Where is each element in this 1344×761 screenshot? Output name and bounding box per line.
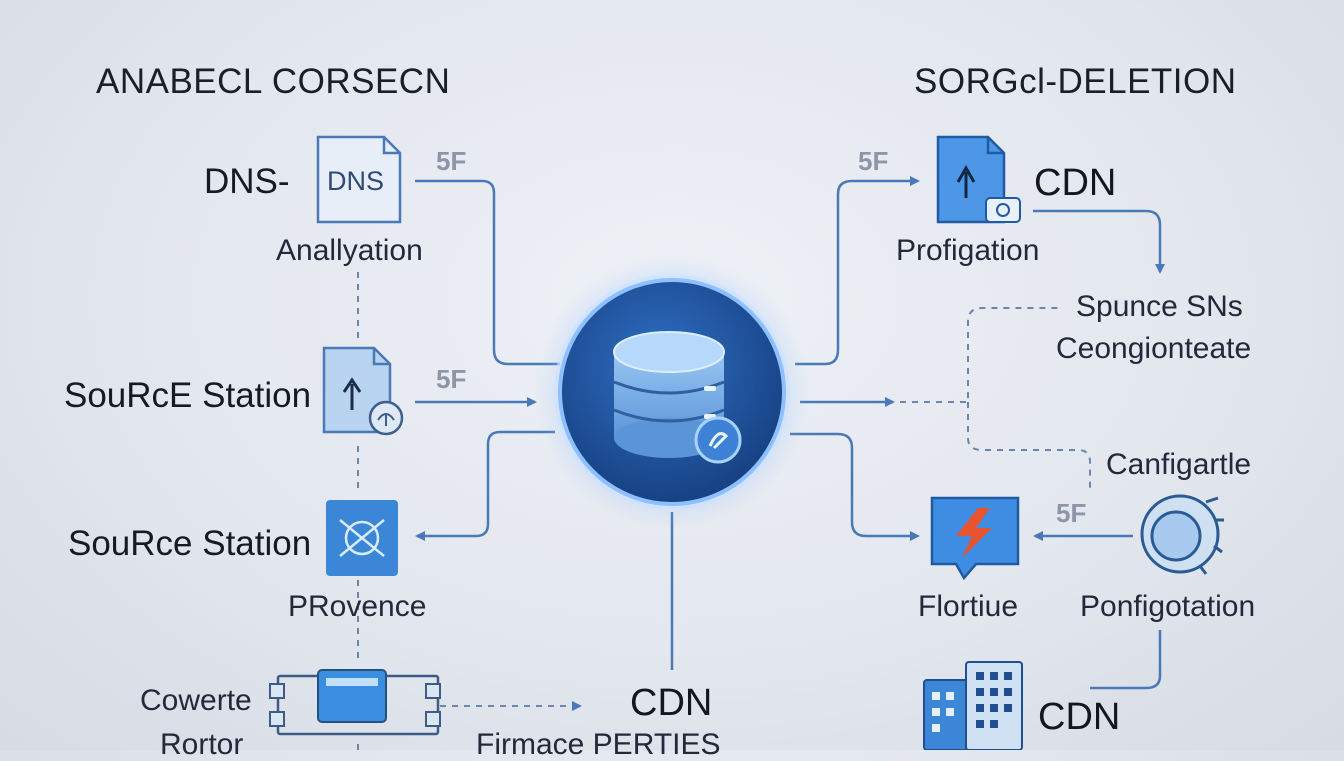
ponfigotation-label: Ponfigotation bbox=[1080, 590, 1256, 623]
dash-canfig bbox=[967, 402, 1091, 490]
cdn-bottom-label: CDN bbox=[1038, 696, 1121, 738]
cowerte-label: Cowerte bbox=[140, 684, 252, 717]
link-ponfig-cdn bbox=[1090, 630, 1162, 690]
flortiue-label: Flortiue bbox=[918, 590, 1019, 623]
dns-document-text: DNS bbox=[327, 166, 385, 196]
cdn-center-label: CDN bbox=[630, 682, 713, 724]
link-dns-hub bbox=[415, 179, 560, 366]
router-monitor-icon bbox=[269, 669, 441, 736]
dash-spunce bbox=[900, 307, 1062, 403]
right-section-title: SORGcl-DELETION bbox=[914, 62, 1237, 101]
spunce-label-line2: Ceongionteate bbox=[1056, 332, 1252, 365]
dns-prefix-label: DNS- bbox=[204, 162, 290, 201]
cdn-top-label: CDN bbox=[1034, 162, 1117, 204]
gear-badge-icon bbox=[694, 416, 742, 464]
link-hub-provence bbox=[415, 430, 555, 541]
badge-5f-right-mid: 5F bbox=[1056, 498, 1087, 528]
canfigartle-label: Canfigartle bbox=[1106, 448, 1252, 481]
badge-5f-left-top: 5F bbox=[436, 146, 467, 176]
profigation-label: Profigation bbox=[896, 234, 1040, 267]
flame-map-icon bbox=[930, 496, 1020, 581]
spunce-label-line1: Spunce SNs bbox=[1076, 290, 1243, 323]
source-station-label-1: SouRcE Station bbox=[64, 376, 312, 415]
analysis-label: Anallyation bbox=[276, 234, 423, 267]
firmace-label: Firmace PERTIES bbox=[476, 728, 721, 761]
dns-document-icon bbox=[316, 135, 402, 224]
network-arrows-icon bbox=[326, 500, 398, 576]
link-cdn-spunce bbox=[1033, 209, 1165, 274]
link-hub-flortiue bbox=[790, 432, 920, 541]
grid-dashboard-icon bbox=[923, 661, 1023, 750]
source-station-label-2: SouRce Station bbox=[68, 524, 312, 563]
badge-5f-left-mid: 5F bbox=[436, 364, 467, 394]
rortor-label: Rortor bbox=[160, 728, 244, 761]
left-section-title: ANABECL CORSECN bbox=[96, 62, 451, 101]
upload-document-icon bbox=[322, 346, 404, 436]
configuration-gear-icon bbox=[1140, 494, 1224, 575]
cdn-document-icon bbox=[936, 135, 1021, 224]
provence-label: PRovence bbox=[288, 590, 427, 623]
central-database-hub bbox=[534, 254, 810, 530]
link-hub-cdn bbox=[795, 176, 920, 366]
badge-5f-right-top: 5F bbox=[858, 146, 889, 176]
database-icon bbox=[613, 331, 725, 458]
